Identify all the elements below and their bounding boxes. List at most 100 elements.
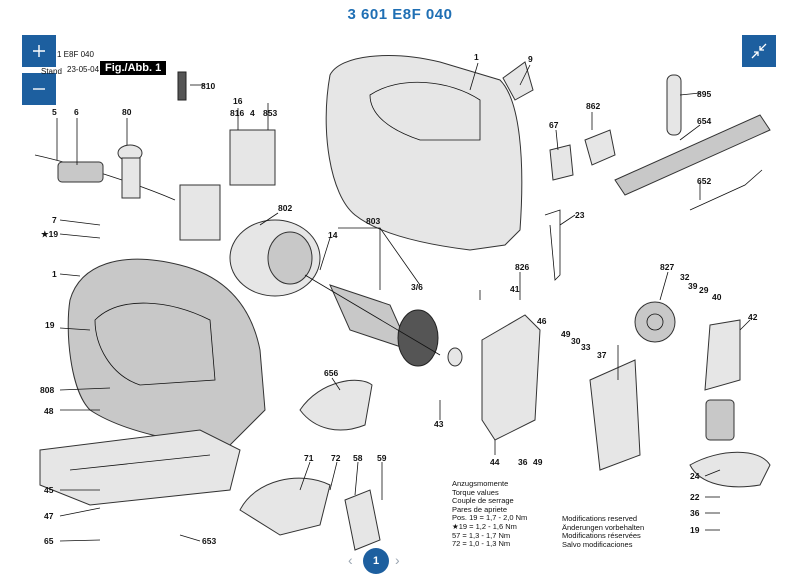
part-label-810: 810	[201, 81, 215, 91]
chip-guard	[299, 379, 373, 431]
torque-line: Pares de apriete	[452, 504, 508, 514]
pagination: ‹ 1 ›	[345, 548, 455, 576]
housing-right-half	[325, 55, 523, 251]
part-label-star19: ★19	[41, 229, 58, 239]
modifications-notice: Modifications reserved Änderungen vorbeh…	[562, 514, 645, 549]
torque-line: Torque values	[452, 487, 499, 497]
part-label-5: 5	[52, 107, 57, 117]
fullscreen-toggle-button[interactable]	[742, 35, 776, 67]
part-label-652: 652	[697, 176, 711, 186]
model-line: 1 E8F 040	[57, 50, 94, 59]
small-fittings	[549, 129, 616, 181]
torque-line: Couple de serrage	[452, 496, 514, 506]
part-label-36: 36	[518, 457, 528, 467]
part-label-29: 29	[699, 285, 709, 295]
part-label-59: 59	[377, 453, 387, 463]
stand-label: Stand	[41, 67, 62, 76]
blade-clip	[544, 209, 561, 281]
part-label-862: 862	[586, 101, 600, 111]
prev-page-chevron-icon[interactable]: ‹	[348, 552, 353, 568]
part-label-58: 58	[353, 453, 363, 463]
part-label-19-right: 19	[690, 525, 700, 535]
part-label-895: 895	[697, 89, 711, 99]
torque-row: Pos. 19 = 1,7 - 2,0 Nm	[452, 513, 528, 523]
zoom-out-button[interactable]	[22, 73, 56, 105]
torque-row: 57 = 1,3 - 1,7 Nm	[452, 530, 511, 540]
saw-shoe	[239, 477, 331, 536]
part-label-36-right: 36	[690, 508, 700, 518]
part-label-23: 23	[575, 210, 585, 220]
plunger-assembly	[689, 319, 771, 488]
part-label-71: 71	[304, 453, 314, 463]
part-label-6: 6	[74, 107, 79, 117]
next-page-chevron-icon[interactable]: ›	[395, 552, 400, 568]
part-label-808: 808	[40, 385, 54, 395]
gear-plate	[481, 314, 541, 441]
torque-row: 72 = 1,0 - 1,3 Nm	[452, 539, 511, 549]
part-label-49: 49	[561, 329, 571, 339]
part-label-19: 19	[45, 320, 55, 330]
modifications-line: Modifications reserved	[562, 514, 638, 523]
part-label-45: 45	[44, 485, 54, 495]
part-label-826: 826	[515, 262, 529, 272]
document-title: 3 601 E8F 040	[347, 6, 453, 23]
part-label-47: 47	[44, 511, 54, 521]
lever	[344, 489, 381, 551]
part-label-39: 39	[688, 281, 698, 291]
part-label-48: 48	[44, 406, 54, 416]
part-label-654: 654	[697, 116, 711, 126]
part-label-1: 1	[474, 52, 479, 62]
part-label-72: 72	[331, 453, 341, 463]
part-label-7: 7	[52, 215, 57, 225]
modifications-line: Änderungen vorbehalten	[562, 522, 645, 532]
part-label-656: 656	[324, 368, 338, 378]
housing-left-half	[67, 258, 266, 446]
part-label-44: 44	[490, 457, 500, 467]
torque-line: Anzugsmomente	[452, 479, 509, 488]
power-cord	[34, 154, 176, 201]
large-gear	[634, 301, 676, 343]
cover-piece	[502, 61, 534, 101]
current-page-button[interactable]: 1	[363, 548, 389, 574]
armature	[304, 274, 463, 367]
zoom-in-button[interactable]	[22, 35, 56, 67]
leader-lines	[56, 62, 751, 542]
torque-row: ★19 = 1,2 - 1,6 Nm	[452, 521, 517, 531]
part-label-46: 46	[537, 316, 547, 326]
guide-plate	[589, 359, 641, 471]
part-label-1-lower: 1	[52, 269, 57, 279]
part-label-49-lower: 49	[533, 457, 543, 467]
part-label-653: 653	[202, 536, 216, 546]
header-date: 23-05-04	[67, 65, 100, 74]
part-label-33: 33	[581, 342, 591, 352]
part-label-853: 853	[263, 108, 277, 118]
part-label-22: 22	[690, 492, 700, 502]
part-label-37: 37	[597, 350, 607, 360]
accessory-tools	[614, 74, 771, 211]
sole-plate	[39, 429, 241, 506]
part-label-3-6: 3/6	[411, 282, 423, 292]
part-label-80: 80	[122, 107, 132, 117]
part-label-41: 41	[510, 284, 520, 294]
part-label-65: 65	[44, 536, 54, 546]
modifications-line: Modifications réservées	[562, 531, 641, 541]
part-label-30: 30	[571, 336, 581, 346]
torque-values: Anzugsmomente Torque values Couple de se…	[452, 479, 528, 549]
motor-stator	[229, 219, 321, 297]
part-label-16: 16	[233, 96, 243, 106]
part-label-43: 43	[434, 419, 444, 429]
part-label-14: 14	[328, 230, 338, 240]
plus-icon	[33, 45, 45, 57]
part-label-24: 24	[690, 471, 700, 481]
modifications-line: Salvo modificaciones	[562, 539, 633, 549]
part-label-32: 32	[680, 272, 690, 282]
part-label-4: 4	[250, 108, 255, 118]
part-label-827: 827	[660, 262, 674, 272]
part-label-802: 802	[278, 203, 292, 213]
collapse-arrows-icon	[751, 43, 767, 59]
minus-icon	[33, 88, 45, 90]
part-label-67: 67	[549, 120, 559, 130]
part-label-816: 816	[230, 108, 244, 118]
part-label-803: 803	[366, 216, 380, 226]
